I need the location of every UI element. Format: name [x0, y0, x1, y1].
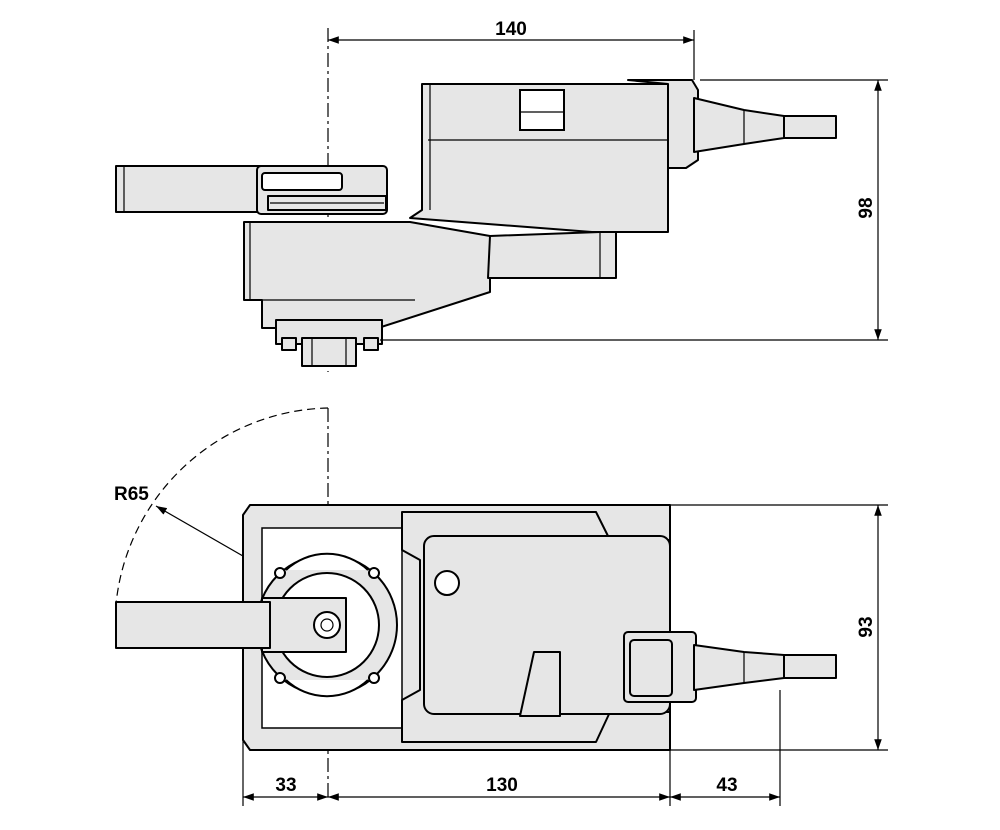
plan-screw-hole — [434, 570, 460, 596]
radius-label: R65 — [114, 484, 149, 505]
dim-label-33: 33 — [275, 775, 296, 796]
dim-label-98: 98 — [856, 197, 877, 218]
plan-view: R65 93 — [114, 407, 888, 806]
side-lever-arm — [115, 165, 271, 213]
side-bottom-shaft — [301, 337, 357, 367]
side-lower-housing — [243, 221, 491, 329]
side-label-window — [519, 89, 565, 131]
dim-label-140: 140 — [495, 19, 527, 40]
plan-cable-gland — [693, 644, 785, 691]
side-cable-gland-body — [627, 79, 699, 169]
side-base-plate — [487, 231, 617, 279]
plan-cable — [783, 654, 837, 679]
dim-label-43: 43 — [716, 775, 737, 796]
dim-label-130: 130 — [486, 775, 518, 796]
dim-label-93: 93 — [856, 616, 877, 637]
plan-clamp-slot-bottom — [285, 679, 369, 698]
side-cable-gland — [693, 97, 785, 153]
plan-lever-arm — [115, 601, 271, 649]
side-view: 140 98 — [115, 19, 888, 372]
plan-release-button — [519, 651, 561, 717]
plan-shaft-center — [313, 611, 341, 639]
side-cable — [783, 115, 837, 139]
plan-clamp-slot-top — [285, 552, 369, 571]
rotation-radius-arc — [115, 407, 329, 605]
